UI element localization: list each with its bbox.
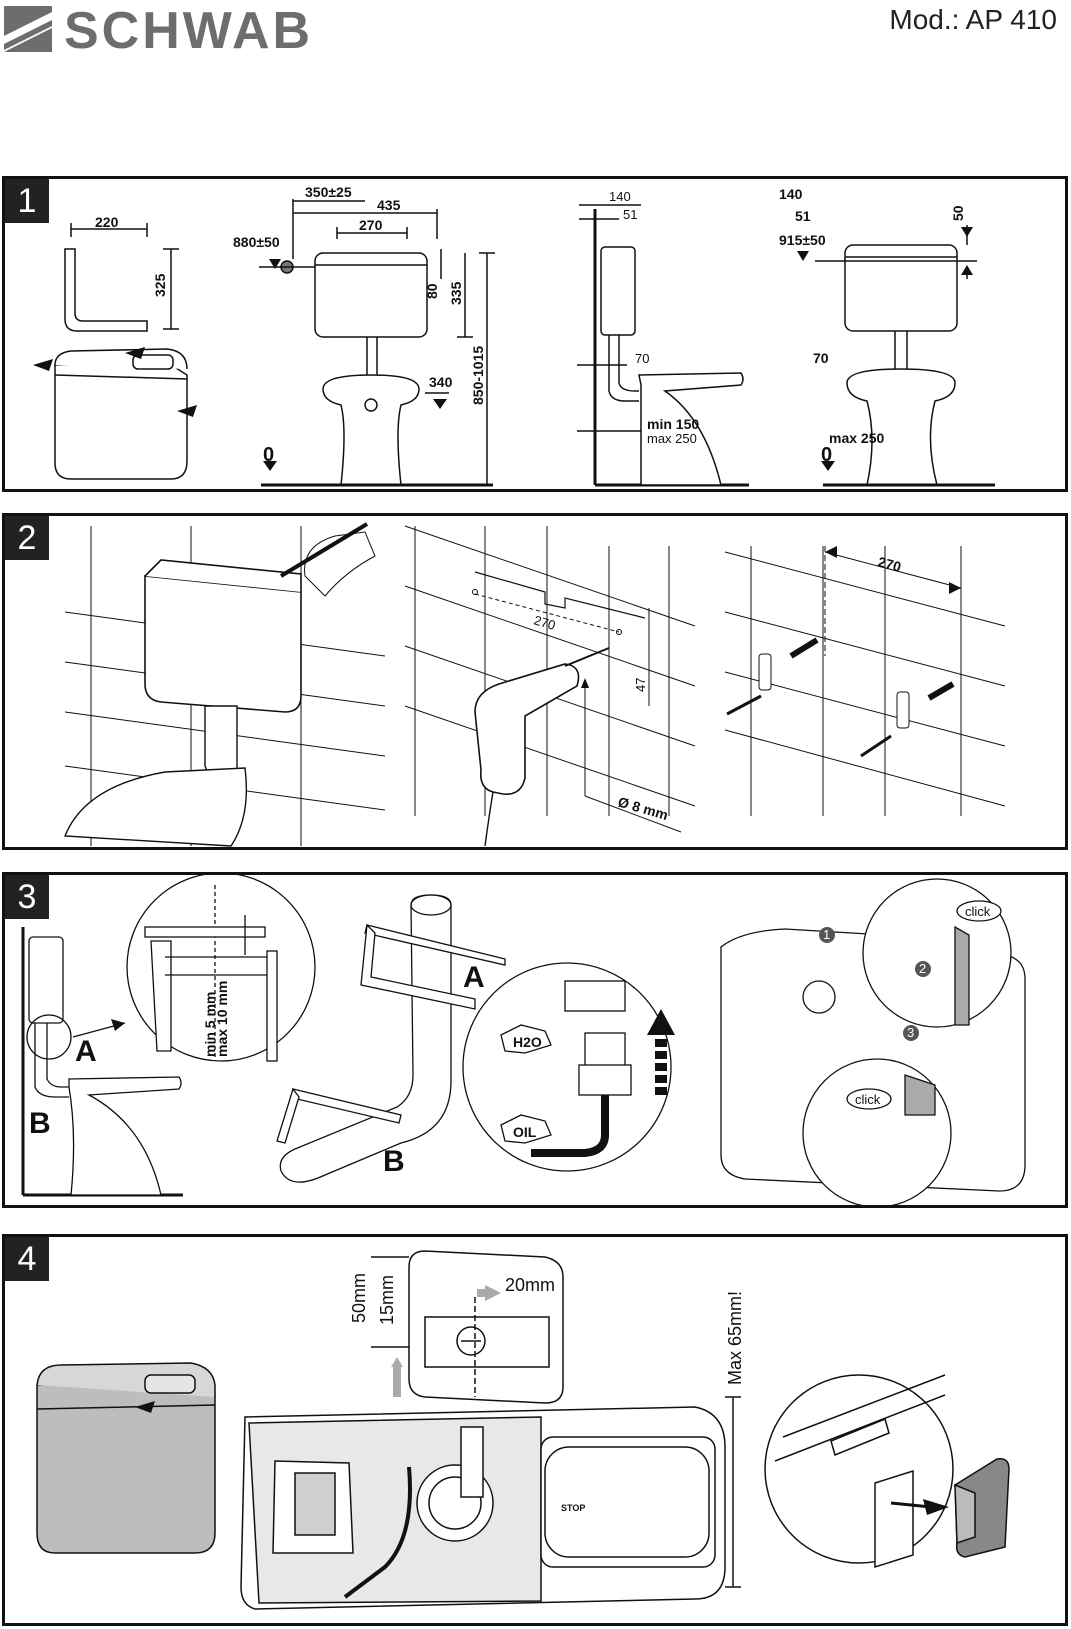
label-a-pipe: A	[463, 961, 485, 994]
dim-915: 915±50	[779, 232, 826, 248]
dim-drill-8mm: Ø 8 mm	[616, 794, 670, 824]
dim-min-150: min 150	[647, 416, 699, 432]
dim-max-250: max 250	[647, 431, 697, 446]
label-stop: STOP	[561, 1503, 585, 1513]
dim-right-70: 70	[813, 350, 829, 366]
dim-340: 340	[429, 374, 453, 390]
label-oil: OIL	[513, 1124, 537, 1140]
dim-80: 80	[424, 283, 440, 299]
dim-435: 435	[377, 197, 401, 213]
step-3: 3	[907, 1025, 914, 1040]
panel-3: 3	[2, 872, 1068, 1208]
panel-4: 4	[2, 1234, 1068, 1626]
dim-270-holes: 270	[532, 612, 557, 632]
label-max-65mm: Max 65mm!	[725, 1291, 745, 1385]
dim-850-1015: 850-1015	[470, 346, 486, 405]
dim-side-70: 70	[635, 351, 649, 366]
brand-name: SCHWAB	[64, 2, 314, 60]
dim-right-140: 140	[779, 186, 803, 202]
dim-220: 220	[95, 214, 119, 230]
label-click-top: click	[965, 904, 991, 919]
dim-270-plugs: 270	[876, 553, 903, 575]
schwab-logo-icon	[4, 6, 52, 52]
panel-1-drawing: 220 325 350±25 435 270 880±50 80 335 340…	[33, 184, 995, 487]
label-a-inline: A	[75, 1035, 97, 1068]
dim-270: 270	[359, 217, 383, 233]
label-15mm: 15mm	[377, 1275, 397, 1325]
panel-1: 1	[2, 176, 1068, 492]
dim-right-50: 50	[950, 205, 966, 221]
panel-number: 1	[5, 179, 49, 223]
label-min-5mm: min 5 mm	[202, 992, 218, 1057]
dim-side-140: 140	[609, 189, 631, 204]
label-50mm: 50mm	[349, 1273, 369, 1323]
dim-325: 325	[152, 273, 168, 297]
label-click-bottom: click	[855, 1092, 881, 1107]
dim-880: 880±50	[233, 234, 280, 250]
dim-47: 47	[633, 678, 648, 692]
brand: SCHWAB	[0, 0, 380, 60]
panel-3-drawing: A B min 5 mm max 10 mm A B H2O OIL click…	[21, 875, 1026, 1205]
label-20mm: 20mm	[505, 1275, 555, 1295]
model-number: Mod.: AP 410	[889, 4, 1057, 35]
step-2: 2	[919, 961, 926, 976]
panel-4-drawing: 50mm 15mm 20mm Max 65mm! STOP	[36, 1250, 1010, 1610]
dim-right-51: 51	[795, 208, 811, 224]
panel-2-drawing: 270 47 Ø 8 mm 270	[63, 522, 1006, 847]
dim-right-max-250: max 250	[829, 430, 884, 446]
label-b-inline: B	[29, 1107, 51, 1140]
dim-zero-b: 0	[821, 444, 832, 466]
label-b-pipe: B	[383, 1145, 405, 1178]
label-h2o: H2O	[513, 1034, 542, 1050]
label-max-10mm: max 10 mm	[214, 981, 230, 1057]
panel-2: 2	[2, 513, 1068, 850]
dim-350: 350±25	[305, 184, 352, 200]
dim-335: 335	[448, 281, 464, 305]
panel-number: 3	[5, 875, 49, 919]
panel-number: 2	[5, 516, 49, 560]
dim-zero-a: 0	[263, 444, 274, 466]
panel-number: 4	[5, 1237, 49, 1281]
dim-side-51: 51	[623, 207, 637, 222]
step-1: 1	[823, 927, 830, 942]
